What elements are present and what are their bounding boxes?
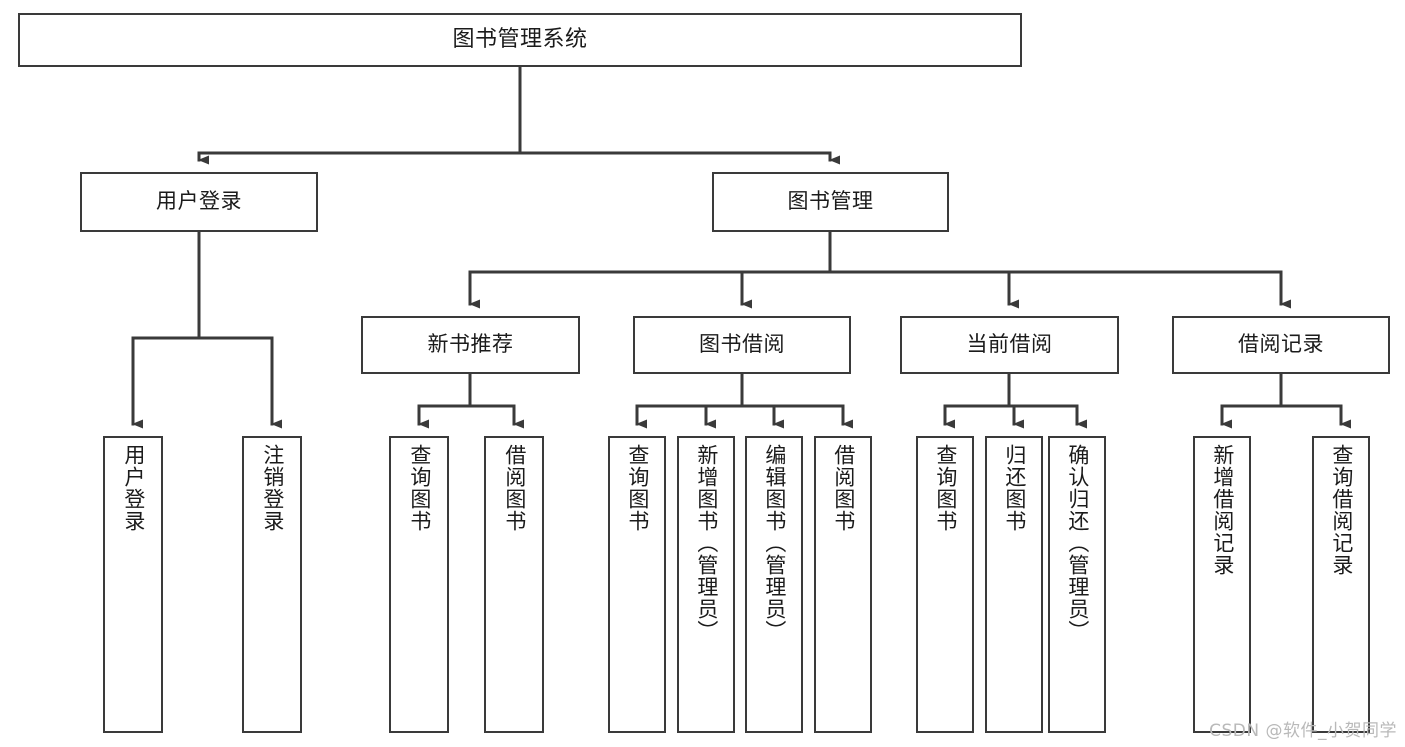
node-label: 借阅图书 [502,444,527,532]
node-label: 确认归还（管理员） [1065,444,1090,642]
node-label: 当前借阅 [966,332,1053,357]
node-leaf-query-record[interactable]: 查询借阅记录 [1312,436,1370,733]
node-leaf-confirm-return[interactable]: 确认归还（管理员） [1048,436,1106,733]
node-label: 查询图书 [407,444,432,532]
node-leaf-edit-book[interactable]: 编辑图书（管理员） [745,436,803,733]
node-leaf-user-login[interactable]: 用户登录 [103,436,163,733]
node-leaf-query-book-3[interactable]: 查询图书 [916,436,974,733]
node-label: 新书推荐 [427,332,514,357]
node-current-borrow[interactable]: 当前借阅 [900,316,1119,374]
node-root-system[interactable]: 图书管理系统 [18,13,1022,67]
node-leaf-borrow-book-1[interactable]: 借阅图书 [484,436,544,733]
node-leaf-query-book-1[interactable]: 查询图书 [389,436,449,733]
node-new-book-rec[interactable]: 新书推荐 [361,316,580,374]
node-label: 编辑图书（管理员） [762,444,787,642]
node-label: 图书借阅 [699,332,785,357]
node-label: 归还图书 [1002,444,1027,532]
node-label: 注销登录 [260,444,285,532]
node-label: 借阅图书 [831,444,856,532]
node-leaf-add-record[interactable]: 新增借阅记录 [1193,436,1251,733]
node-leaf-logout[interactable]: 注销登录 [242,436,302,733]
node-leaf-return-book[interactable]: 归还图书 [985,436,1043,733]
node-label: 用户登录 [156,189,242,214]
node-book-borrow[interactable]: 图书借阅 [633,316,851,374]
node-label: 新增借阅记录 [1210,444,1235,576]
node-label: 用户登录 [121,444,146,532]
node-book-manage[interactable]: 图书管理 [712,172,949,232]
node-label: 查询图书 [933,444,958,532]
node-leaf-query-book-2[interactable]: 查询图书 [608,436,666,733]
node-label: 图书管理系统 [452,26,588,52]
node-leaf-add-book[interactable]: 新增图书（管理员） [677,436,735,733]
node-label: 图书管理 [787,189,874,214]
node-label: 新增图书（管理员） [694,444,719,642]
node-user-login[interactable]: 用户登录 [80,172,318,232]
node-label: 查询借阅记录 [1329,444,1354,576]
node-label: 查询图书 [625,444,650,532]
node-borrow-record[interactable]: 借阅记录 [1172,316,1390,374]
node-label: 借阅记录 [1238,332,1324,357]
node-leaf-borrow-book-2[interactable]: 借阅图书 [814,436,872,733]
